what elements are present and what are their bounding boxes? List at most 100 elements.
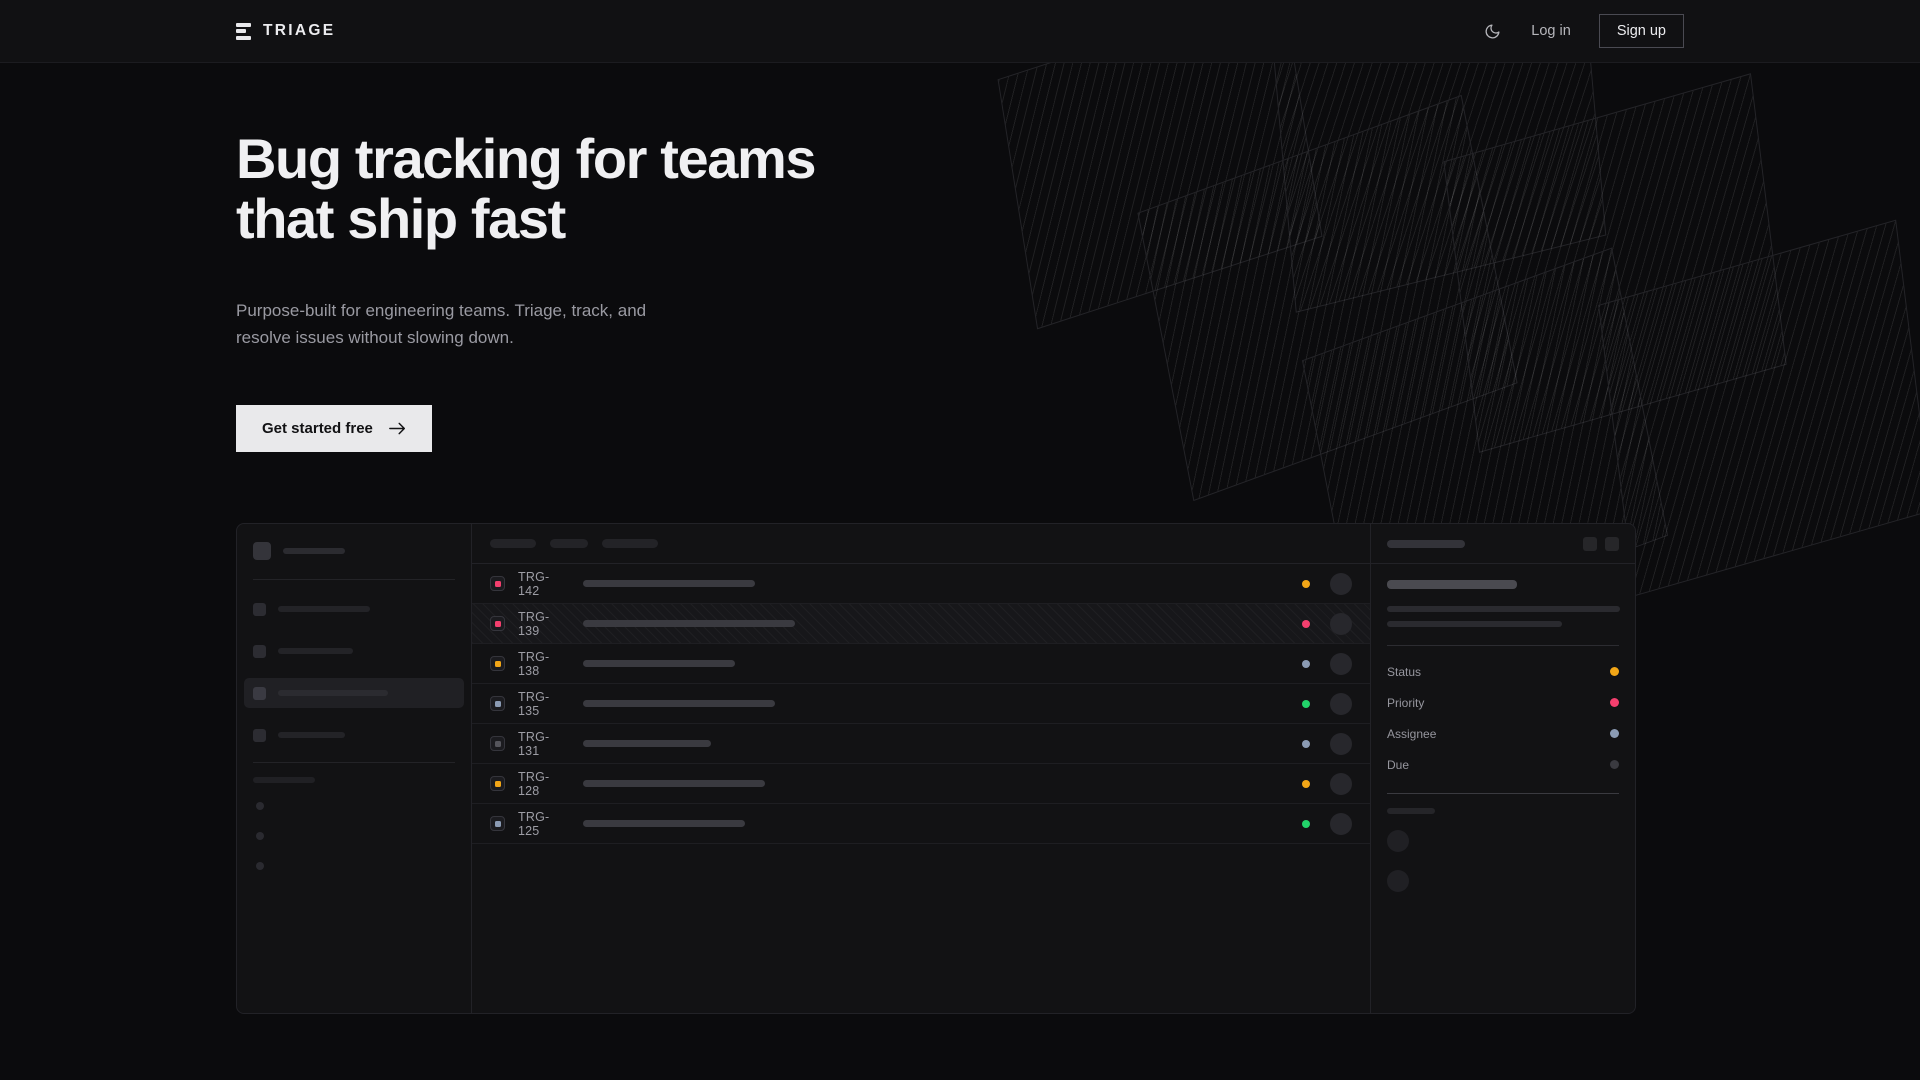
workspace-avatar [253,542,271,560]
issue-title-placeholder [583,780,765,787]
status-badge [1302,779,1310,788]
priority-indicator [490,656,505,671]
get-started-label: Get started free [262,419,373,437]
table-row[interactable]: TRG-142 [472,564,1370,604]
table-row[interactable]: TRG-139 [472,604,1370,644]
workspace-name-placeholder [283,548,345,554]
moon-icon[interactable] [1481,20,1503,42]
issue-title-placeholder [583,660,735,667]
detail-meta-value-dot [1610,698,1619,707]
issue-title-placeholder [583,580,755,587]
priority-indicator [490,736,505,751]
status-badge [1302,579,1310,588]
avatar[interactable] [1387,830,1409,852]
detail-meta-label: Priority [1387,695,1425,710]
decor-slab [1598,219,1920,597]
sidebar-item-1[interactable] [244,636,464,666]
sidebar-item-3[interactable] [244,720,464,750]
nav-actions: Log in Sign up [1481,14,1684,48]
detail-heading-placeholder [1387,580,1517,589]
detail-title-placeholder [1387,539,1465,548]
detail-meta-label: Due [1387,757,1410,772]
sidebar-item-icon [253,728,266,742]
detail-actions [1583,536,1619,551]
sidebar-item-2[interactable] [244,678,464,708]
get-started-button[interactable]: Get started free [236,404,432,452]
hero-section: Bug tracking for teams that ship fast Pu… [236,63,817,452]
issue-title-placeholder [583,620,795,627]
avatar[interactable] [1330,732,1352,755]
issue-id: TRG-139 [518,609,550,638]
status-badge [1302,819,1310,828]
issue-list: TRG-142 TRG-139 TRG-138 TRG-135 [472,524,1370,1013]
priority-indicator [490,816,505,831]
avatar[interactable] [1330,692,1352,715]
sidebar-item-0[interactable] [244,594,464,624]
triage-bars-icon [236,22,251,40]
table-row[interactable]: TRG-128 [472,764,1370,804]
sidebar-workspace[interactable] [253,542,455,560]
sidebar-divider [253,762,455,763]
priority-indicator [490,696,505,711]
decor-slab [997,63,1323,330]
app-preview-card: TRG-142 TRG-139 TRG-138 TRG-135 [236,523,1636,1014]
issue-id: TRG-135 [518,689,550,718]
login-link[interactable]: Log in [1531,23,1571,39]
decor-slab [1137,94,1518,502]
detail-action-button-1[interactable] [1605,536,1619,551]
issue-id: TRG-138 [518,649,550,678]
filter-pill-2[interactable] [602,539,658,548]
avatar[interactable] [1330,772,1352,795]
avatar[interactable] [1330,612,1352,635]
filter-pill-1[interactable] [550,539,588,548]
sidebar-item-label [278,690,388,696]
avatar[interactable] [1330,652,1352,675]
detail-meta-row[interactable]: Assignee [1387,723,1619,744]
decor-slab [1273,63,1607,313]
detail-meta-row[interactable]: Status [1387,661,1619,682]
avatar[interactable] [1330,812,1352,835]
status-badge [1302,739,1310,748]
arrow-right-icon [389,422,405,435]
brand-logo[interactable]: TRIAGE [236,22,335,40]
detail-meta-label: Assignee [1387,726,1437,741]
priority-indicator [490,616,505,631]
table-row[interactable]: TRG-125 [472,804,1370,844]
sidebar-item-icon [253,686,266,700]
detail-divider [1387,645,1619,646]
detail-text-placeholder [1387,606,1620,612]
sidebar-mini-item[interactable] [253,831,455,841]
table-row[interactable]: TRG-135 [472,684,1370,724]
avatar[interactable] [1330,572,1352,595]
detail-meta-value-dot [1610,667,1619,676]
detail-meta-row[interactable]: Priority [1387,692,1619,713]
issue-id: TRG-142 [518,569,550,598]
avatar[interactable] [1387,870,1409,892]
sidebar-item-icon [253,602,266,616]
issue-title-placeholder [583,700,775,707]
issue-id: TRG-128 [518,769,550,798]
table-row[interactable]: TRG-131 [472,724,1370,764]
detail-divider-lower [1387,793,1619,794]
sidebar-mini-item[interactable] [253,801,455,811]
detail-action-button-0[interactable] [1583,536,1597,551]
signup-button[interactable]: Sign up [1598,14,1684,48]
status-badge [1302,699,1310,708]
sidebar-item-label [278,606,370,612]
issue-title-placeholder [583,820,745,827]
detail-meta-label: Status [1387,664,1422,679]
detail-meta-row[interactable]: Due [1387,754,1619,775]
filter-pill-0[interactable] [490,539,536,548]
sidebar-item-label [278,648,353,654]
sidebar-mini-item[interactable] [253,861,455,871]
priority-indicator [490,576,505,591]
sidebar-item-label [278,732,345,738]
priority-indicator [490,776,505,791]
issue-id: TRG-131 [518,729,550,758]
decor-slab [1443,73,1787,453]
top-navigation-bar: TRIAGE Log in Sign up [0,0,1920,63]
detail-footer-label-placeholder [1387,808,1435,814]
table-row[interactable]: TRG-138 [472,644,1370,684]
status-badge [1302,619,1310,628]
brand-name: TRIAGE [263,22,336,39]
